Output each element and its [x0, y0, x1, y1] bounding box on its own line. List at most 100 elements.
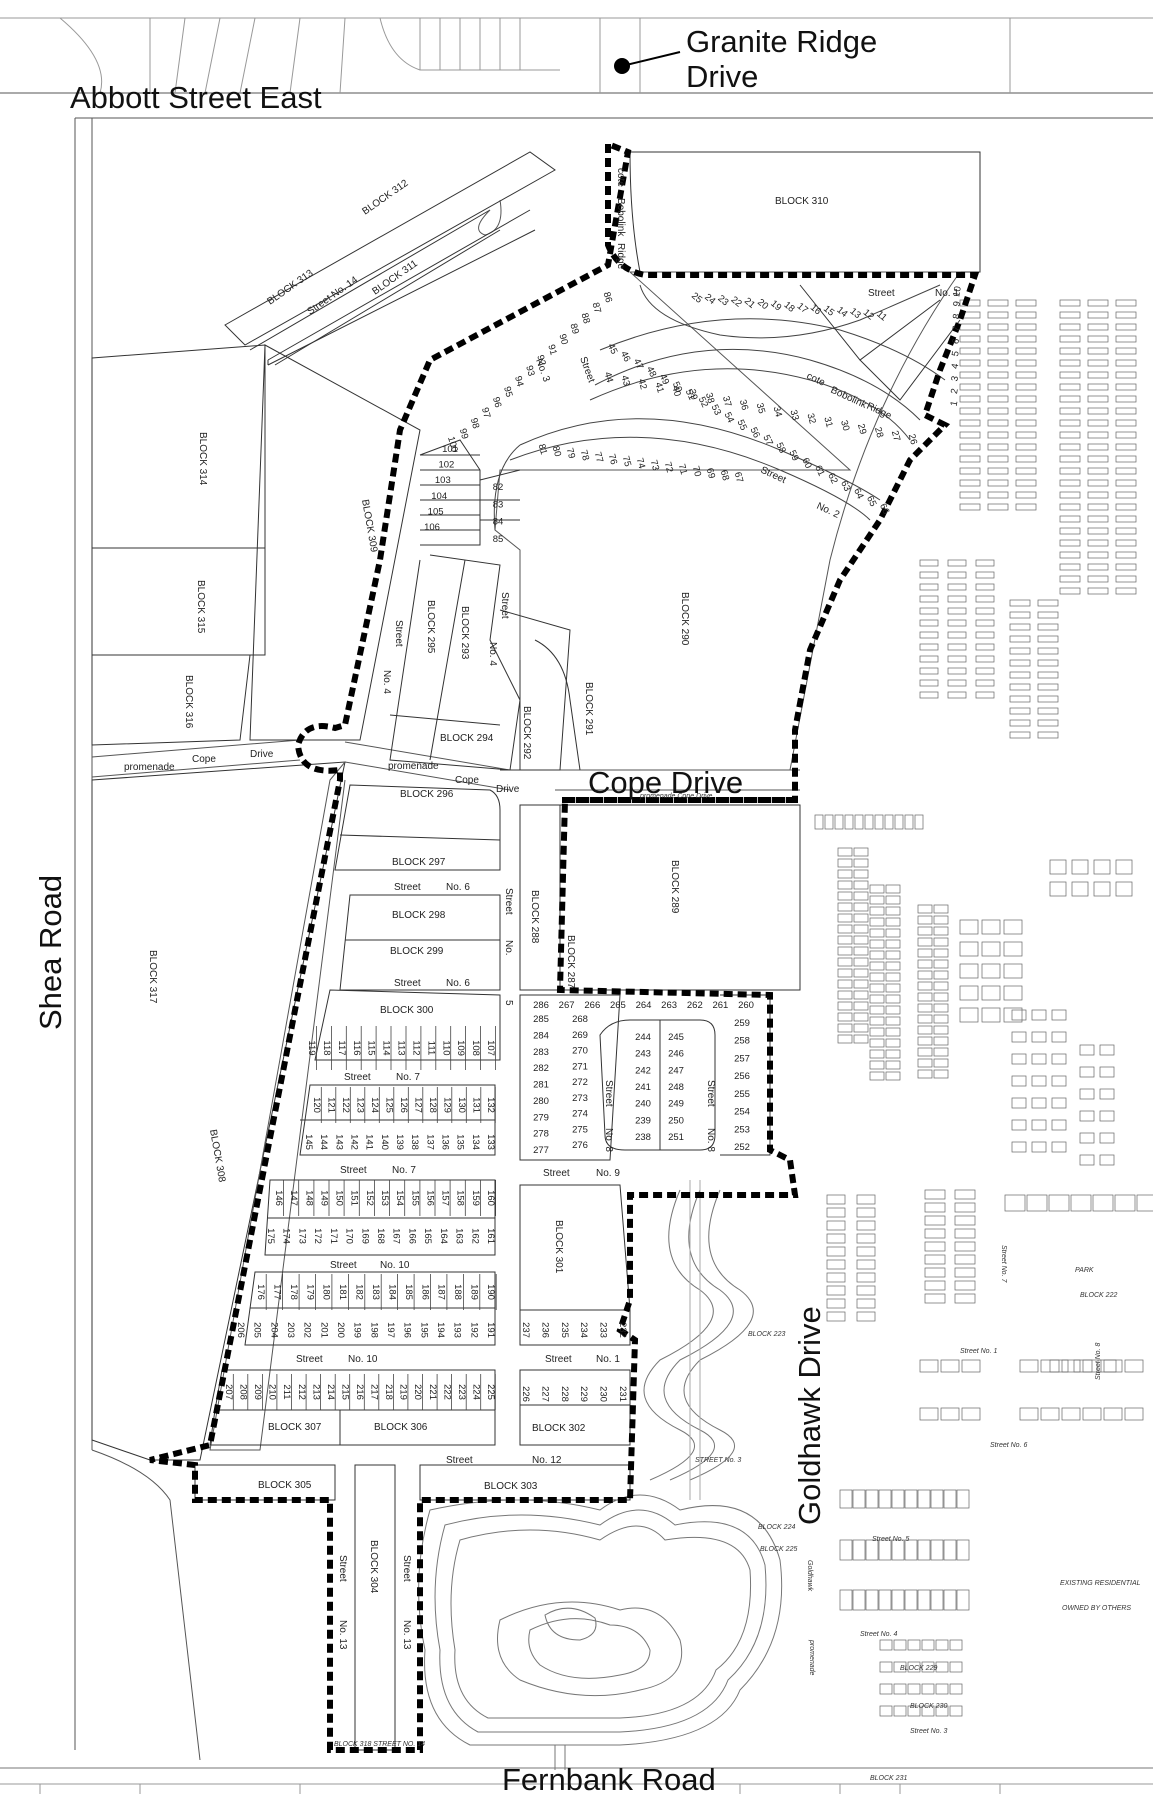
lot-number: 90: [556, 333, 569, 346]
lot-number: 227: [539, 1386, 550, 1402]
block-288: BLOCK 288: [529, 890, 540, 944]
lot-number: 29: [855, 423, 868, 436]
lot-number: 191: [485, 1322, 496, 1338]
street-no8a-a: Street: [603, 1080, 614, 1107]
lot-number: 159: [470, 1190, 481, 1206]
lot-number: 43: [619, 374, 632, 387]
block-287: BLOCK 287: [565, 935, 576, 989]
block-outlines: [91, 151, 981, 1751]
lot-number: 202: [302, 1322, 313, 1338]
lot-number: 217: [369, 1384, 380, 1400]
lot-number: 265: [610, 1000, 626, 1011]
lot-number: 170: [344, 1228, 355, 1244]
lot-number: 276: [572, 1140, 588, 1151]
lot-number: 166: [406, 1228, 417, 1244]
lot-number: 94: [512, 375, 525, 388]
street-cope-e3: Drive: [496, 784, 520, 795]
lot-number: 174: [281, 1228, 292, 1244]
existing-residential-east: [814, 299, 1153, 1717]
lot-number: 111: [425, 1041, 436, 1055]
lot-number: 280: [533, 1096, 549, 1107]
lot-number: 135: [455, 1134, 466, 1150]
lot-number: 5: [950, 350, 962, 357]
lot-number: 268: [572, 1014, 588, 1025]
project-boundary: [149, 139, 980, 1753]
lot-number: 54: [722, 410, 736, 424]
block-316: BLOCK 316: [183, 675, 194, 729]
lot-number: 93: [523, 364, 536, 377]
street-no4b-b: No. 4: [381, 670, 392, 694]
lot-number: 75: [620, 455, 633, 468]
street-e3-small: Street No. 3: [910, 1728, 947, 1735]
lot-number: 148: [303, 1190, 314, 1206]
lot-number: 264: [636, 1000, 652, 1011]
street-no3-small: STREET No. 3: [695, 1457, 741, 1464]
lot-number: 200: [335, 1322, 346, 1338]
lot-number: 15: [821, 303, 836, 318]
lot-number: 172: [312, 1228, 323, 1244]
lot-number: 252: [734, 1142, 750, 1153]
lot-number: 169: [359, 1228, 370, 1244]
lot-number: 13: [848, 306, 863, 321]
lot-number: 222: [441, 1384, 452, 1400]
owned-by-others: OWNED BY OTHERS: [1062, 1605, 1131, 1612]
lot-number: 33: [788, 409, 801, 422]
lot-number: 30: [838, 419, 851, 432]
lot-number: 96: [490, 396, 503, 409]
lot-number: 279: [533, 1112, 549, 1123]
street-no4a-a: Street: [499, 592, 510, 619]
lot-number: 143: [333, 1134, 344, 1150]
lot-number: 213: [310, 1384, 321, 1400]
lot-number: 73: [648, 459, 661, 472]
lot-number: 141: [364, 1134, 375, 1150]
block-224: BLOCK 224: [758, 1524, 795, 1531]
lot-number: 260: [738, 1000, 754, 1011]
lot-number: 187: [436, 1284, 447, 1300]
lot-number: 247: [668, 1065, 684, 1076]
lot-number: 1: [949, 400, 961, 407]
street-no6a-a: Street: [394, 882, 421, 893]
block-313: BLOCK 313: [265, 268, 315, 308]
lot-number: 25: [689, 290, 704, 305]
lot-number: 117: [336, 1040, 347, 1055]
street-bobolink-a2: Bobolink: [615, 198, 626, 237]
lot-number: 82: [493, 482, 504, 493]
street-cope-small: promenade Cope Drive: [639, 793, 712, 800]
street-bobolink-b3: Ridge: [865, 401, 894, 422]
lot-number: 62: [825, 471, 839, 485]
lot-number: 28: [872, 426, 885, 439]
lot-number: 26: [906, 433, 919, 446]
goldhawk-small: Goldhawk: [806, 1560, 813, 1592]
lot-number: 263: [661, 1000, 677, 1011]
lot-number: 160: [485, 1190, 496, 1206]
lot-number: 130: [456, 1097, 467, 1113]
lot-number: 278: [533, 1129, 549, 1140]
street-no9-a: Street: [543, 1168, 570, 1179]
street-bobolink-a1: cote: [615, 168, 626, 187]
lot-number: 81: [536, 443, 549, 456]
block-315: BLOCK 315: [195, 580, 206, 634]
street-no7a-a: Street: [344, 1072, 371, 1083]
street-no13b-a: Street: [401, 1555, 412, 1582]
stormwater-pond: [418, 1180, 783, 1770]
lot-number: 80: [550, 445, 563, 458]
lot-number: 83: [493, 499, 504, 510]
lot-number: 88: [579, 312, 592, 325]
road-fernbank-label: Fernbank Road: [502, 1762, 716, 1794]
lot-number: 76: [606, 453, 619, 466]
lot-number: 127: [413, 1097, 424, 1113]
street-no11-a: Street: [545, 1354, 572, 1365]
block-297: BLOCK 297: [392, 857, 446, 868]
block-314: BLOCK 314: [197, 432, 208, 486]
lot-number: 6: [950, 338, 962, 345]
lot-number: 161: [485, 1228, 496, 1244]
lot-number: 46: [618, 349, 632, 363]
lot-number: 104: [431, 491, 447, 502]
lot-numbers: 1112131415161718192021222324251234567891…: [223, 285, 964, 1402]
block-300: BLOCK 300: [380, 1005, 434, 1016]
street-no3-a: Street: [577, 355, 597, 384]
lot-number: 184: [386, 1284, 397, 1300]
lot-number: 107: [485, 1040, 496, 1056]
lot-number: 85: [493, 534, 504, 545]
lot-number: 84: [493, 517, 504, 528]
